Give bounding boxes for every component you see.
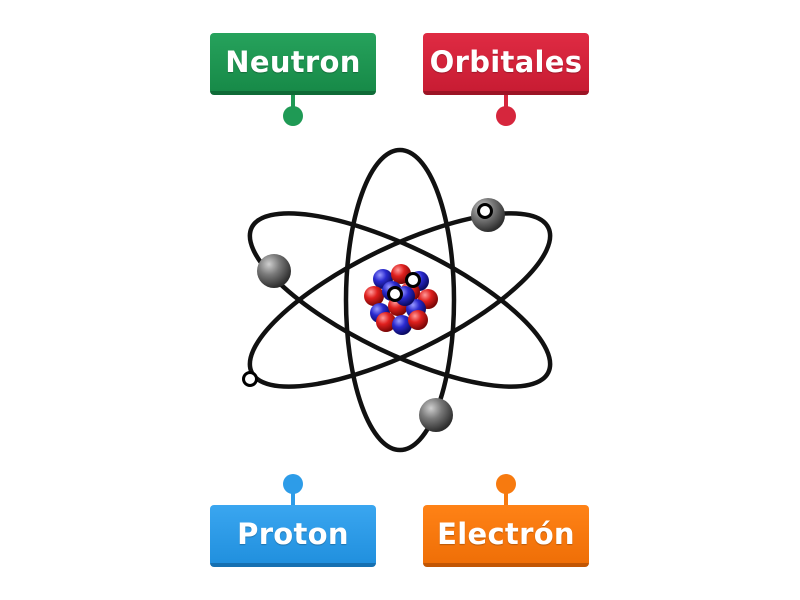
neutron-pin-dot xyxy=(283,106,303,126)
proton-pin-dot xyxy=(283,474,303,494)
electron-label[interactable]: Electrón xyxy=(423,505,589,567)
electron-bottom xyxy=(419,398,453,432)
hotspot-neutron xyxy=(405,272,421,288)
electron-pin-dot xyxy=(496,474,516,494)
orbitales-label-text: Orbitales xyxy=(429,45,583,79)
neutron-label-text: Neutron xyxy=(225,45,361,79)
electron-label-text: Electrón xyxy=(437,517,575,551)
proton-label[interactable]: Proton xyxy=(210,505,376,567)
label-pins xyxy=(283,95,516,505)
electron-left xyxy=(257,254,291,288)
orbit-vertical xyxy=(343,147,457,453)
orbit-tilted-down xyxy=(247,211,553,389)
neutron-label[interactable]: Neutron xyxy=(210,33,376,95)
nucleus xyxy=(364,264,438,335)
orbitales-label[interactable]: Orbitales xyxy=(423,33,589,95)
hotspots[interactable] xyxy=(242,203,493,387)
hotspot-electron xyxy=(477,203,493,219)
hotspot-orbitales xyxy=(242,371,258,387)
hotspot-proton xyxy=(387,286,403,302)
orbitales-pin-dot xyxy=(496,106,516,126)
proton-label-text: Proton xyxy=(237,517,349,551)
